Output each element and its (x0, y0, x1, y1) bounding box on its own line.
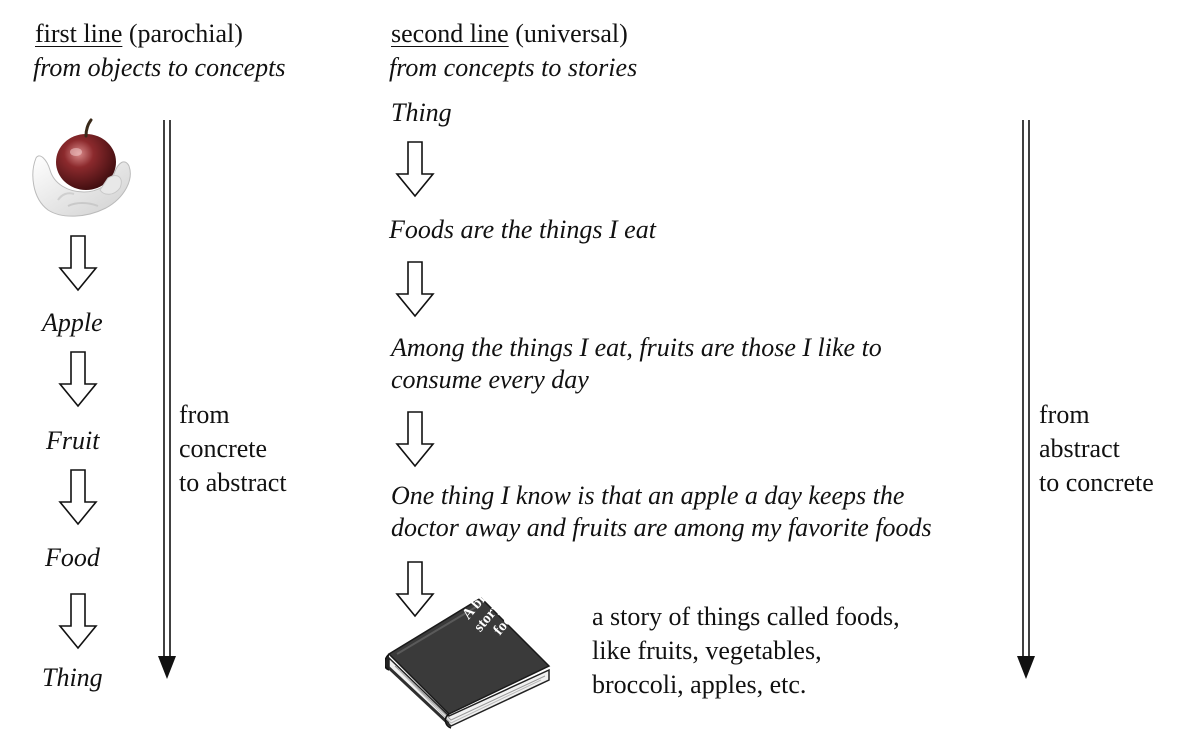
second-line-qualifier: (universal) (515, 19, 628, 48)
down-arrow-icon (58, 593, 98, 650)
first-line-qualifier: (parochial) (128, 19, 243, 48)
apple-in-hand-image (32, 118, 131, 217)
down-arrow-icon (395, 141, 435, 198)
down-arrow-icon (395, 561, 435, 618)
first-line-item-thing: Thing (42, 663, 103, 692)
first-line-heading: first line (parochial) (35, 18, 243, 50)
second-line-item-apple-a-day: One thing I know is that an apple a day … (391, 481, 932, 542)
second-line-item-fruits: Among the things I eat, fruits are those… (391, 333, 882, 394)
second-line-direction-label: from abstract to concrete (1039, 400, 1154, 497)
second-line-item-thing: Thing (391, 98, 452, 127)
second-line-heading: second line (universal) (391, 18, 628, 50)
first-line-title: first line (35, 19, 123, 48)
down-arrow-icon (58, 235, 98, 292)
book-image (385, 597, 551, 729)
second-line-title: second line (391, 19, 509, 48)
book-caption: a story of things called foods, like fru… (592, 602, 900, 699)
down-arrow-icon (395, 261, 435, 318)
first-line-subtitle: from objects to concepts (33, 53, 286, 82)
second-line-item-foods: Foods are the things I eat (389, 215, 656, 244)
down-arrow-icon (58, 469, 98, 526)
second-line-subtitle: from concepts to stories (389, 53, 638, 82)
first-line-item-apple: Apple (42, 308, 103, 337)
down-arrow-icon (58, 351, 98, 408)
first-line-item-fruit: Fruit (46, 426, 100, 455)
first-line-item-food: Food (45, 543, 100, 572)
first-line-direction-label: from concrete to abstract (179, 400, 287, 497)
down-arrow-icon (395, 411, 435, 468)
